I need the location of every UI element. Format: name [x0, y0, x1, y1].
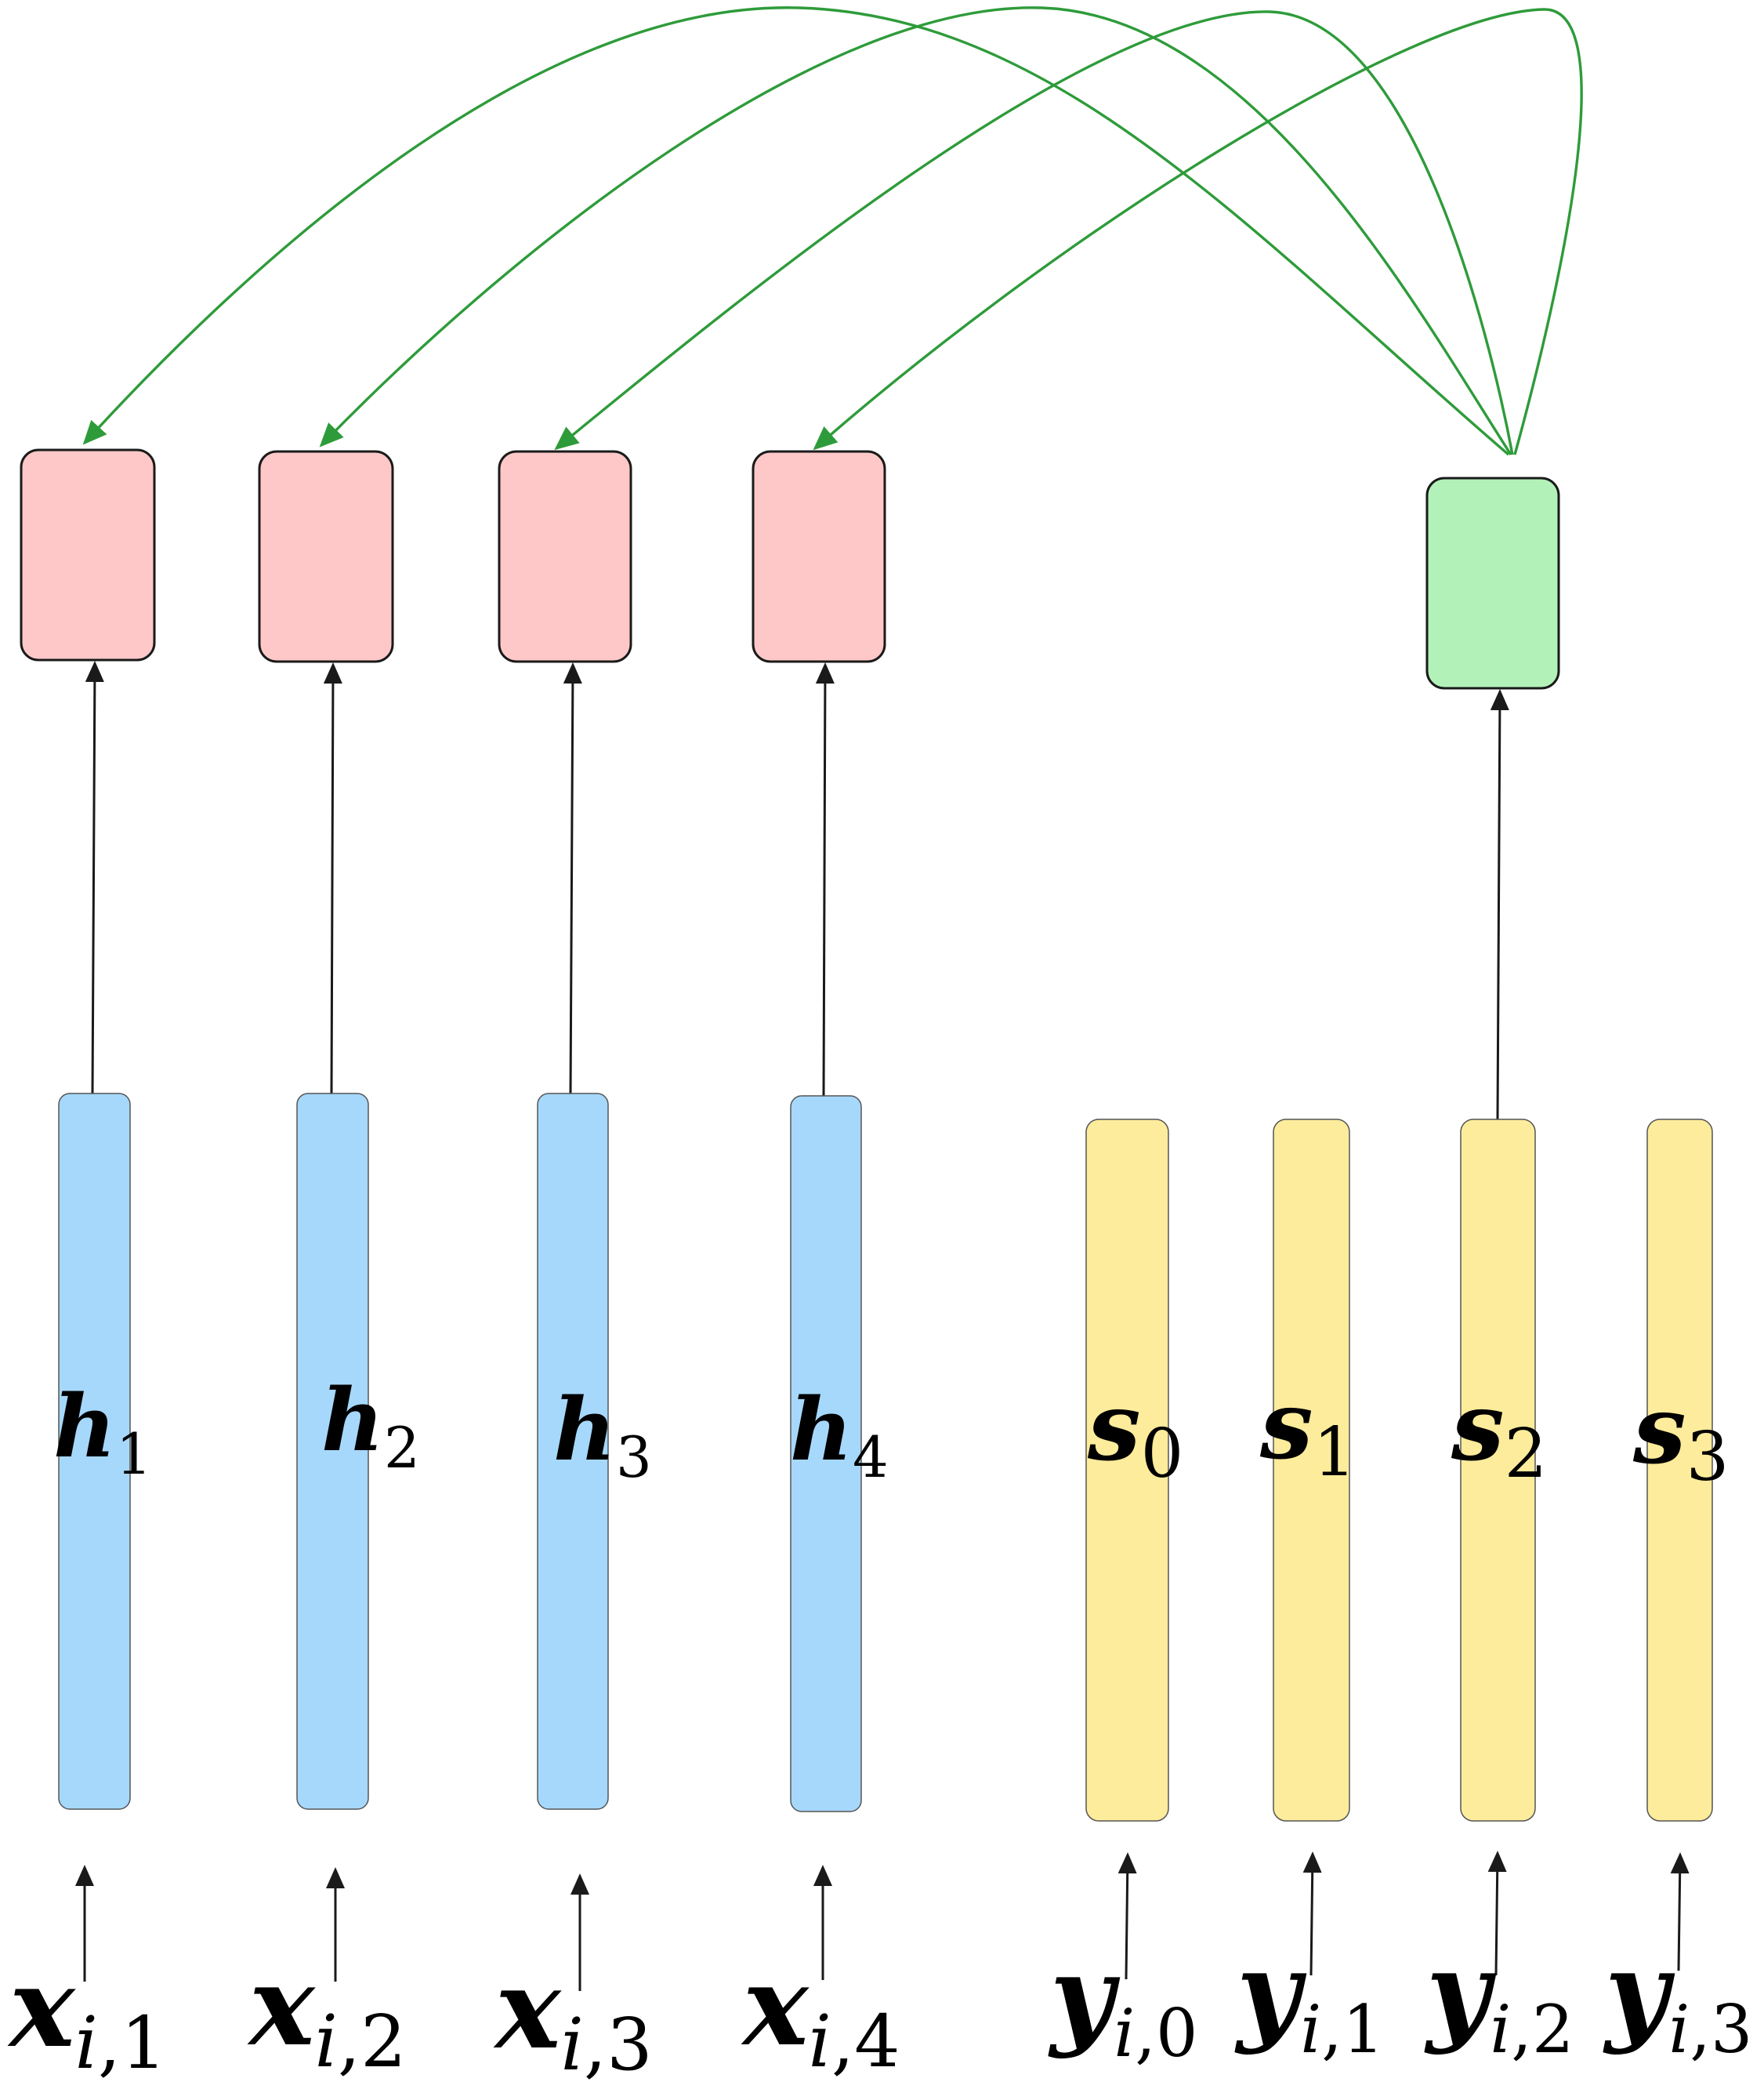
attention-arrows [82, 6, 1583, 456]
state-to-box-arrows [85, 661, 1509, 1120]
label-y-i-1: yi,1 [1234, 1928, 1384, 2068]
encoder-states [58, 1093, 862, 1812]
attention-arrow-to-key-3 [554, 10, 1514, 455]
attention-arrow-to-key-2 [319, 6, 1512, 455]
label-s2: s2 [1451, 1372, 1547, 1493]
label-h2: h2 [321, 1369, 420, 1481]
decoder-state-0 [1085, 1119, 1169, 1822]
arrow-h3-to-key-3 [563, 662, 582, 1094]
label-h4: h4 [790, 1379, 889, 1490]
label-x-i-4: xi,4 [741, 1942, 900, 2084]
decoder-input-labels: yi,0 yi,1 yi,2 yi,3 [1048, 1928, 1752, 2072]
label-y-i-3: yi,3 [1603, 1928, 1752, 2068]
key-box-1 [20, 448, 156, 662]
arrow-y3-to-s3 [1670, 1852, 1690, 1971]
key-box-3 [498, 450, 632, 663]
encoder-state-2 [296, 1093, 369, 1810]
label-y-i-2: yi,2 [1424, 1928, 1574, 2068]
label-y-i-0: yi,0 [1048, 1932, 1197, 2072]
arrow-h4-to-key-4 [815, 662, 835, 1097]
key-boxes [20, 448, 886, 663]
attention-arrow-to-key-4 [813, 8, 1583, 455]
encoder-state-1 [58, 1093, 131, 1810]
decoder-states [1085, 1119, 1713, 1822]
arrow-y1-to-s1 [1302, 1851, 1322, 1976]
label-x-i-2: xi,2 [247, 1942, 407, 2084]
label-h1: h1 [53, 1376, 152, 1487]
label-s0: s0 [1087, 1372, 1183, 1493]
arrow-h1-to-key-1 [85, 661, 104, 1094]
encoder-state-labels: h1 h2 h3 h4 [53, 1369, 889, 1490]
label-s1: s1 [1259, 1370, 1356, 1492]
label-s3: s3 [1632, 1375, 1729, 1496]
decoder-state-3 [1646, 1119, 1713, 1822]
query-box [1425, 477, 1560, 690]
encoder-input-labels: xi,1 xi,2 xi,3 xi,4 [7, 1942, 900, 2087]
decoder-state-1 [1273, 1119, 1350, 1822]
key-box-4 [752, 450, 886, 663]
arrow-y0-to-s0 [1117, 1852, 1137, 1980]
encoder-state-4 [790, 1095, 862, 1812]
decoder-state-2 [1460, 1119, 1536, 1822]
label-x-i-1: xi,1 [7, 1944, 167, 2085]
encoder-state-3 [537, 1093, 609, 1810]
label-x-i-3: xi,3 [493, 1946, 653, 2087]
input-arrows [75, 1851, 1690, 1991]
arrow-s2-to-query [1490, 689, 1509, 1120]
arrow-h2-to-key-2 [323, 662, 342, 1094]
label-h3: h3 [553, 1379, 652, 1490]
attention-arrow-to-key-1 [82, 6, 1510, 456]
decoder-state-labels: s0 s1 s2 s3 [1087, 1370, 1729, 1496]
arrow-y2-to-s2 [1487, 1851, 1507, 1976]
key-box-2 [258, 450, 394, 663]
